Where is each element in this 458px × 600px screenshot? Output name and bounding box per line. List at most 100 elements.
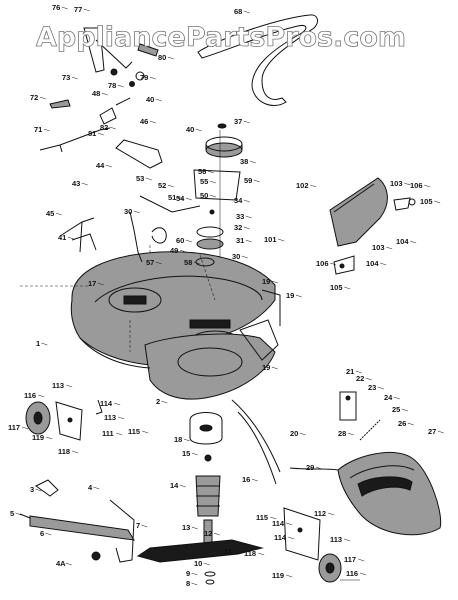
belt-shield-assembly (261, 177, 416, 326)
part-callout: 9 (186, 569, 190, 578)
part-callout: 22 (356, 374, 364, 383)
callout-leader-line (83, 8, 90, 12)
part-callout: 23 (368, 383, 376, 392)
part-callout: 48 (92, 89, 100, 98)
part-callout: 25 (392, 405, 400, 414)
drive-belt (197, 14, 318, 106)
callout-leader-line (155, 98, 162, 102)
callout-leader-line (424, 184, 431, 188)
callout-leader-line (344, 538, 351, 542)
part-callout: 29 (306, 463, 314, 472)
part-callout: 38 (240, 157, 248, 166)
callout-leader-line (207, 170, 214, 174)
callout-leader-line (195, 128, 202, 132)
part-callout: 114 (100, 399, 113, 408)
part-callout: 60 (176, 236, 184, 245)
part-callout: 8 (186, 579, 190, 588)
callout-leader-line (191, 452, 198, 456)
part-callout: 19 (262, 363, 270, 372)
part-callout: 46 (140, 117, 148, 126)
part-callout: 103 (372, 243, 385, 252)
callout-leader-line (39, 96, 46, 100)
part-callout: 119 (272, 571, 284, 580)
pulley-stack (193, 123, 243, 267)
callout-leader-line (161, 400, 168, 404)
gauge-wheel-left (25, 399, 103, 441)
part-callout: 50 (200, 191, 208, 200)
callout-leader-line (183, 438, 190, 442)
part-callout: 34 (234, 196, 243, 205)
part-callout: 16 (242, 475, 250, 484)
part-callout: 105 (330, 283, 343, 292)
callout-leader-line (67, 236, 74, 240)
callout-leader-line (185, 197, 192, 201)
callout-leader-line (355, 370, 362, 374)
callout-leader-line (209, 180, 216, 184)
gauge-wheel-right (283, 507, 360, 583)
callout-leader-line (310, 184, 317, 188)
part-callout: 106 (316, 259, 329, 268)
part-callout: 79 (140, 73, 148, 82)
part-callout: 82 (100, 123, 108, 132)
part-callout: 59 (244, 176, 252, 185)
callout-leader-line (404, 182, 411, 186)
callout-leader-line (43, 128, 50, 132)
callout-leader-line (437, 430, 444, 434)
part-callout: 76 (52, 3, 60, 12)
part-callout: 21 (346, 367, 354, 376)
callout-leader-line (41, 342, 48, 346)
part-callout: 103 (390, 179, 403, 188)
part-callout: 104 (396, 237, 409, 246)
part-callout: 80 (158, 53, 166, 62)
part-callout: 53 (136, 174, 144, 183)
callout-leader-line (347, 432, 354, 436)
part-callout: 14 (170, 481, 179, 490)
part-callout: 41 (58, 233, 66, 242)
part-callout: 13 (182, 523, 190, 532)
callout-leader-line (344, 286, 351, 290)
part-callout: 104 (366, 259, 379, 268)
part-callout: 116 (24, 391, 36, 400)
callout-leader-line (61, 6, 68, 10)
callout-leader-line (97, 282, 104, 286)
part-callout: 3 (30, 485, 34, 494)
callout-leader-line (105, 164, 112, 168)
callout-leader-line (177, 196, 184, 200)
callout-leader-line (193, 261, 200, 265)
callout-leader-line (407, 422, 414, 426)
callout-leader-line (358, 558, 365, 562)
part-callout: 17 (88, 279, 96, 288)
callout-leader-line (46, 436, 53, 440)
part-callout: 56 (198, 167, 206, 176)
part-callout: 26 (398, 419, 406, 428)
callout-leader-line (241, 255, 248, 259)
callout-leader-line (66, 384, 73, 388)
part-callout: 19 (286, 291, 294, 300)
part-callout: 113 (52, 381, 64, 390)
callout-leader-line (328, 512, 335, 516)
callout-leader-line (295, 294, 302, 298)
part-callout: 27 (428, 427, 436, 436)
callout-leader-line (288, 536, 295, 540)
callout-leader-line (133, 210, 140, 214)
callout-leader-line (45, 532, 52, 536)
part-callout: 31 (236, 236, 244, 245)
part-callout: 73 (62, 73, 70, 82)
part-callout: 113 (104, 413, 116, 422)
callout-leader-line (109, 126, 116, 130)
part-callout: 10 (194, 559, 202, 568)
callout-leader-line (38, 394, 45, 398)
callout-leader-line (149, 76, 156, 80)
part-callout: 30 (232, 252, 240, 261)
callout-leader-line (65, 562, 72, 566)
part-callout: 12 (204, 529, 212, 538)
part-callout: 77 (74, 5, 82, 14)
callout-leader-line (35, 488, 42, 492)
part-callout: 106 (410, 181, 423, 190)
callout-leader-line (271, 280, 278, 284)
part-callout: 4 (88, 483, 93, 492)
callout-leader-line (286, 574, 293, 578)
part-callout: 24 (384, 393, 393, 402)
